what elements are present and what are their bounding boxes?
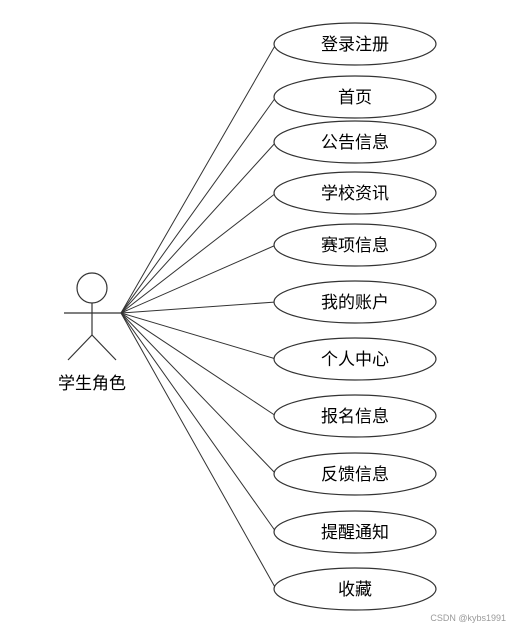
use-case: 赛项信息: [273, 223, 437, 267]
use-case-label: 反馈信息: [321, 465, 389, 485]
actor-right-leg: [91, 334, 117, 361]
use-case: 学校资讯: [273, 171, 437, 215]
use-case-label: 首页: [338, 88, 372, 108]
use-case-label: 学校资讯: [321, 184, 389, 204]
use-case: 登录注册: [273, 22, 437, 66]
association-line: [120, 312, 277, 533]
use-case: 报名信息: [273, 394, 437, 438]
use-case: 公告信息: [273, 120, 437, 164]
use-case-label: 赛项信息: [321, 235, 389, 256]
use-case-label: 公告信息: [321, 133, 389, 153]
use-case-ellipse: [273, 510, 437, 554]
use-case-label: 个人中心: [321, 350, 389, 370]
use-case-ellipse: [273, 120, 437, 164]
association-line: [120, 192, 277, 314]
association-line: [120, 312, 277, 417]
association-line: [120, 43, 277, 314]
use-case: 收藏: [273, 567, 437, 611]
association-line: [120, 301, 277, 314]
watermark: CSDN @kybs1991: [430, 613, 506, 623]
actor-figure: [64, 272, 121, 361]
use-case-ellipse: [273, 337, 437, 381]
use-case-ellipse: [273, 394, 437, 438]
association-lines: [120, 43, 277, 590]
use-case-ellipse: [273, 452, 437, 496]
use-case-ellipse: [273, 22, 437, 66]
use-case: 我的账户: [273, 280, 437, 324]
use-case-label: 我的账户: [321, 293, 389, 313]
use-case: 反馈信息: [273, 452, 437, 496]
actor-left-leg: [67, 334, 93, 361]
actor-label: 学生角色: [58, 374, 126, 394]
use-case-ellipse: [273, 75, 437, 119]
use-case-ellipse: [273, 567, 437, 611]
association-line: [120, 244, 277, 314]
association-line: [120, 312, 277, 475]
actor-head: [76, 272, 108, 304]
use-case: 首页: [273, 75, 437, 119]
use-case-label: 登录注册: [321, 35, 389, 55]
use-case-label: 提醒通知: [321, 523, 389, 543]
use-case-ellipse: [273, 171, 437, 215]
association-line: [120, 312, 277, 590]
association-line: [120, 141, 277, 314]
use-case-ellipse: [273, 280, 437, 324]
use-case-ellipse: [273, 223, 437, 267]
use-case: 提醒通知: [273, 510, 437, 554]
use-case-label: 收藏: [338, 580, 372, 600]
association-line: [120, 96, 277, 314]
use-case: 个人中心: [273, 337, 437, 381]
use-case-label: 报名信息: [321, 407, 389, 427]
association-line: [120, 312, 277, 360]
